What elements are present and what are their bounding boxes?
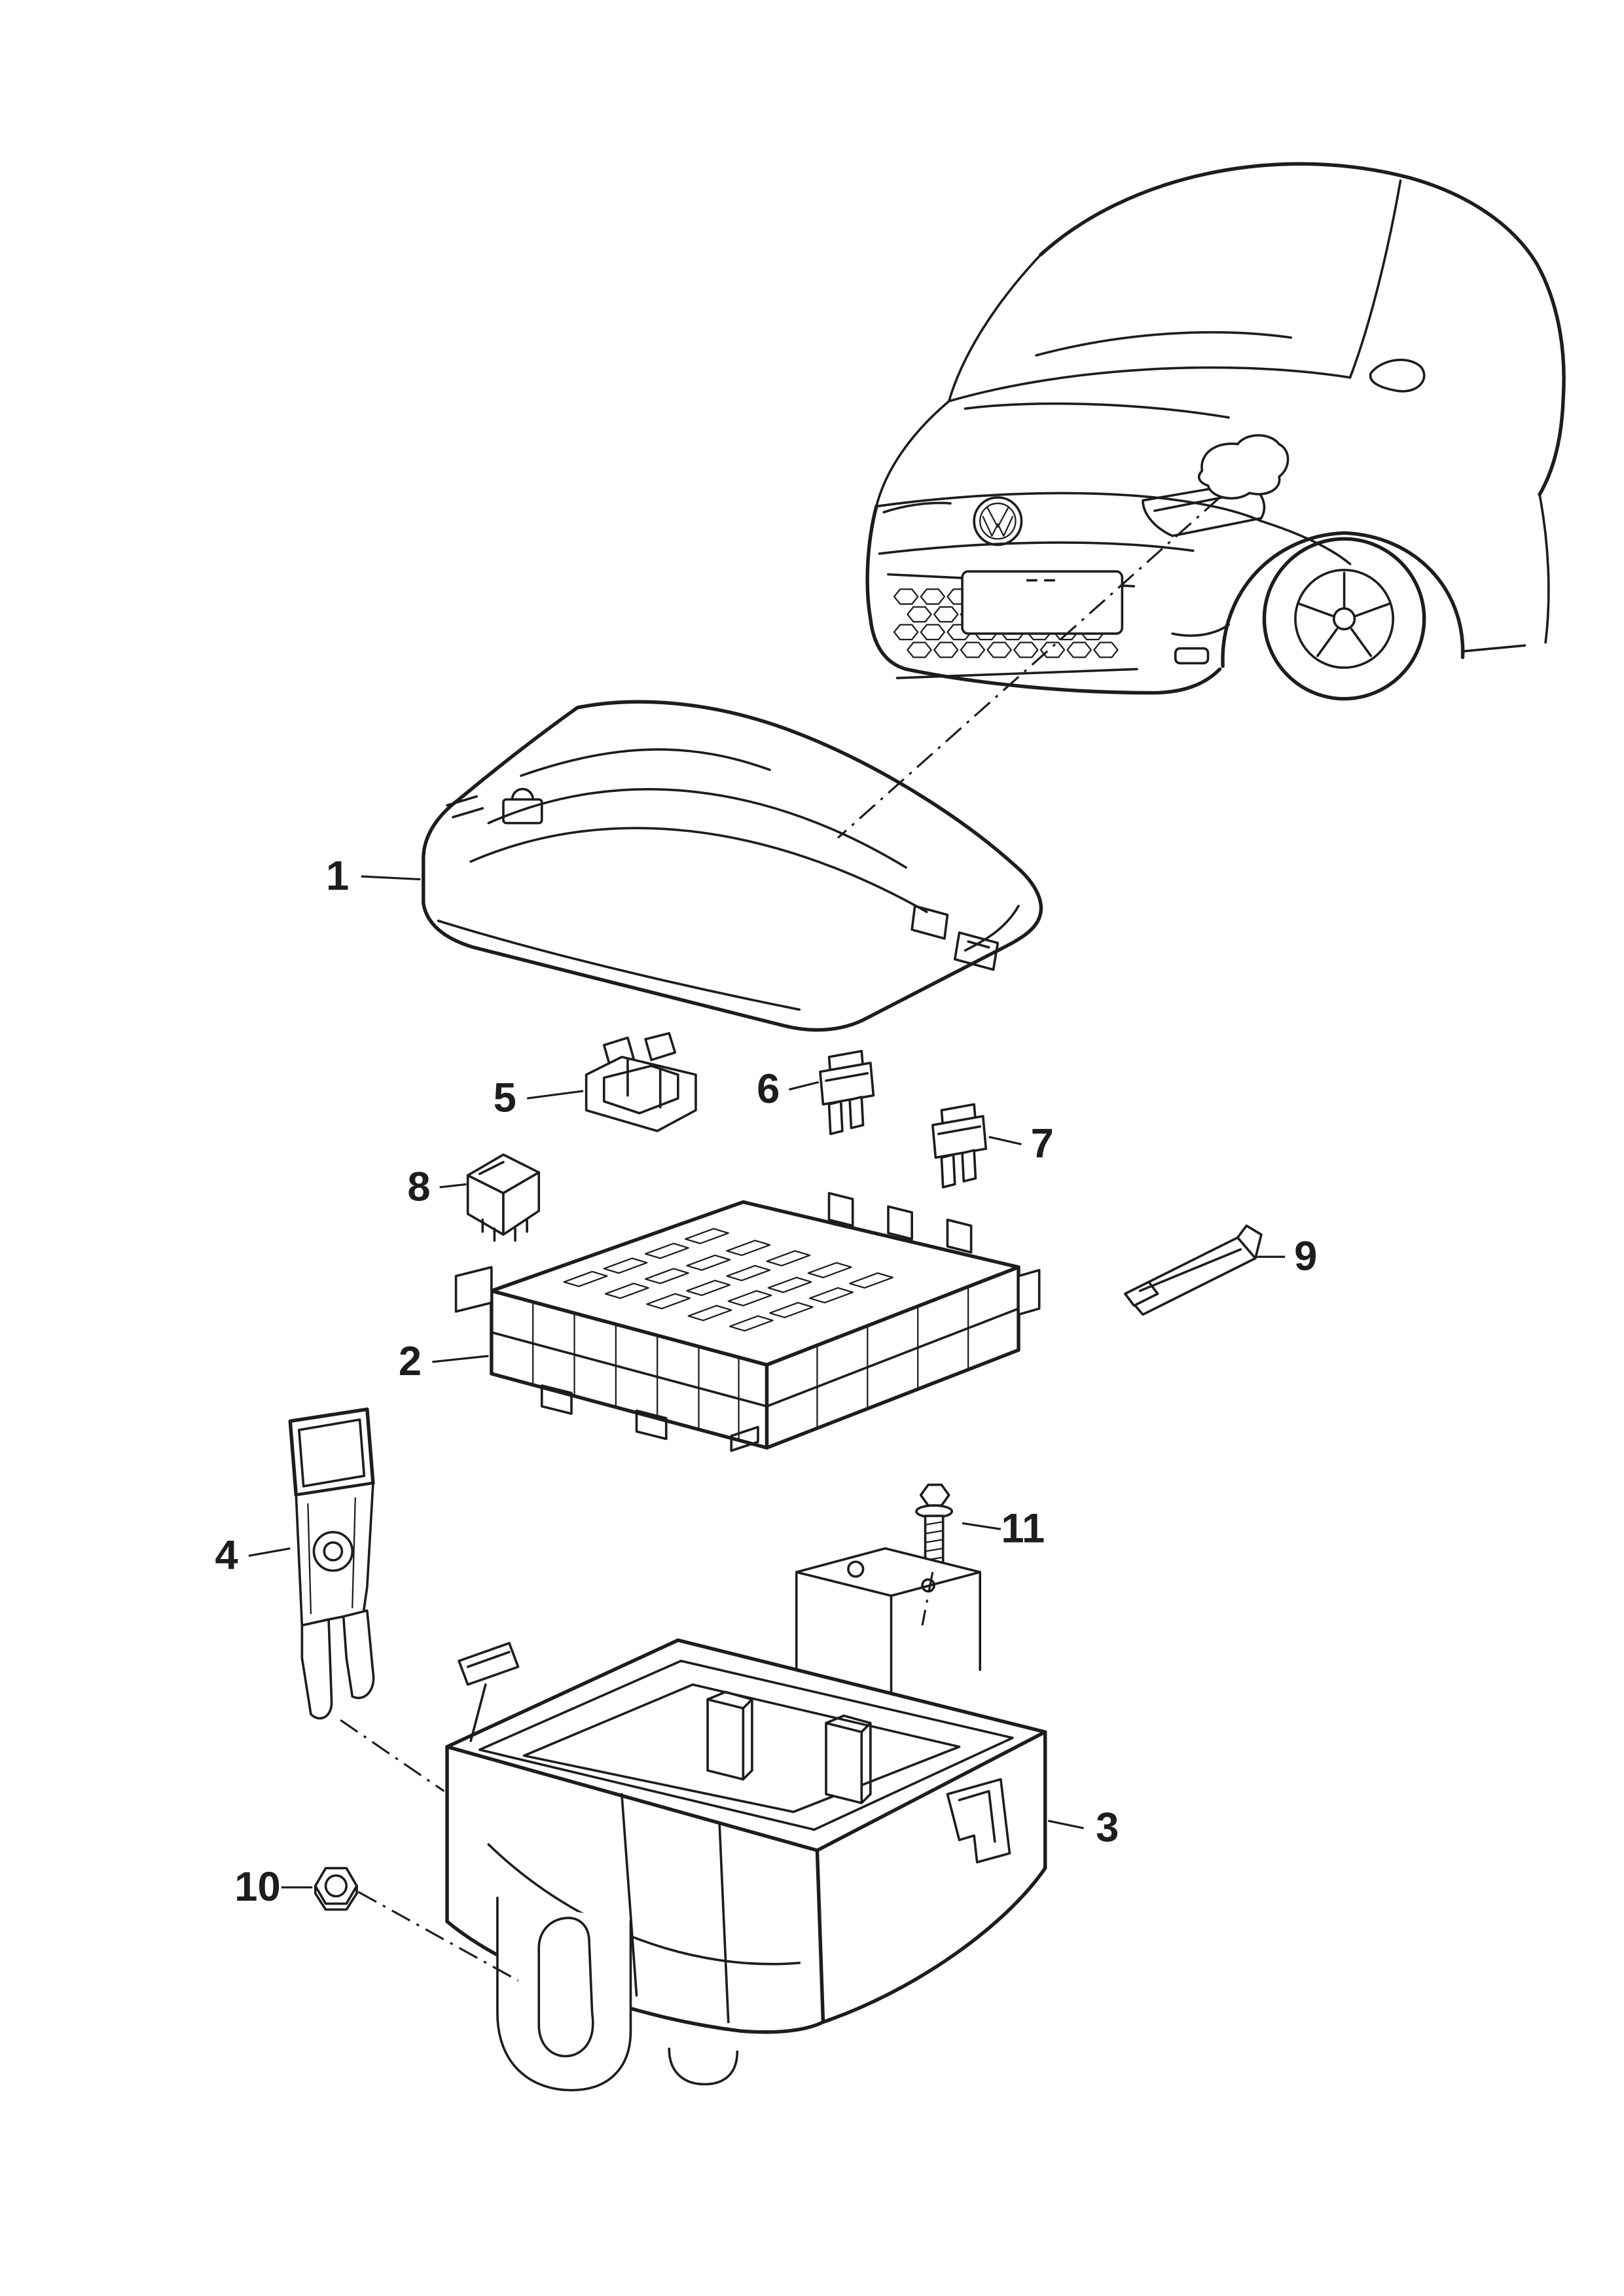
part-1-fuse-box-cover xyxy=(422,700,1043,1032)
location-highlight xyxy=(1197,434,1290,500)
leader-line-1 xyxy=(361,875,421,881)
bolt-assembly-line xyxy=(921,1571,934,1626)
wheel-arch xyxy=(1221,531,1465,668)
callout-3-label: 3 xyxy=(1096,1805,1119,1851)
part-8-relay xyxy=(466,1153,541,1242)
bracket-assembly-line xyxy=(340,1719,445,1792)
part-11-bolt xyxy=(915,1483,954,1571)
leader-line-2 xyxy=(432,1355,489,1363)
vw-logo xyxy=(973,496,1023,547)
callout-7-label: 7 xyxy=(1031,1121,1054,1167)
mounting-tower xyxy=(795,1547,982,1704)
side-clip-handle xyxy=(946,1778,1011,1864)
part-5-fuse-holder xyxy=(585,1031,697,1132)
leader-line-3 xyxy=(1047,1820,1084,1829)
leader-line-5 xyxy=(526,1090,584,1100)
part-3-lower-housing xyxy=(445,1547,1047,2092)
leader-line-7 xyxy=(988,1136,1022,1145)
side-mirror xyxy=(1369,359,1426,393)
fog-lamp xyxy=(1174,647,1210,665)
callout-5-label: 5 xyxy=(494,1075,516,1121)
callout-8-label: 8 xyxy=(407,1164,430,1210)
leader-line-4 xyxy=(248,1547,291,1557)
cavity-posts xyxy=(706,1691,872,1804)
part-7-blade-fuse xyxy=(931,1103,988,1189)
part-2-relay-carrier xyxy=(454,1192,1041,1452)
vehicle-wheel xyxy=(1262,537,1426,701)
part-10-hex-nut xyxy=(314,1867,358,1911)
left-mounting-tab xyxy=(458,1641,520,1742)
part-4-bracket xyxy=(288,1407,375,1720)
callout-9-label: 9 xyxy=(1294,1234,1317,1280)
leader-line-8 xyxy=(439,1183,467,1189)
lock-icon xyxy=(502,787,543,825)
part-6-blade-fuse xyxy=(819,1050,875,1136)
vehicle-illustration xyxy=(865,162,1566,701)
license-plate xyxy=(961,570,1124,635)
location-leader-line xyxy=(837,496,1221,839)
callout-1-label: 1 xyxy=(326,853,349,899)
callout-4-label: 4 xyxy=(215,1532,238,1578)
callout-2-label: 2 xyxy=(399,1338,422,1384)
leader-line-11 xyxy=(962,1522,1001,1530)
nut-assembly-line xyxy=(357,1891,519,1982)
leader-line-6 xyxy=(789,1081,820,1091)
part-9-retaining-clip xyxy=(1124,1224,1263,1316)
callout-6-label: 6 xyxy=(757,1066,780,1112)
callout-10-label: 10 xyxy=(234,1864,280,1910)
callout-11-label: 11 xyxy=(1001,1506,1045,1552)
